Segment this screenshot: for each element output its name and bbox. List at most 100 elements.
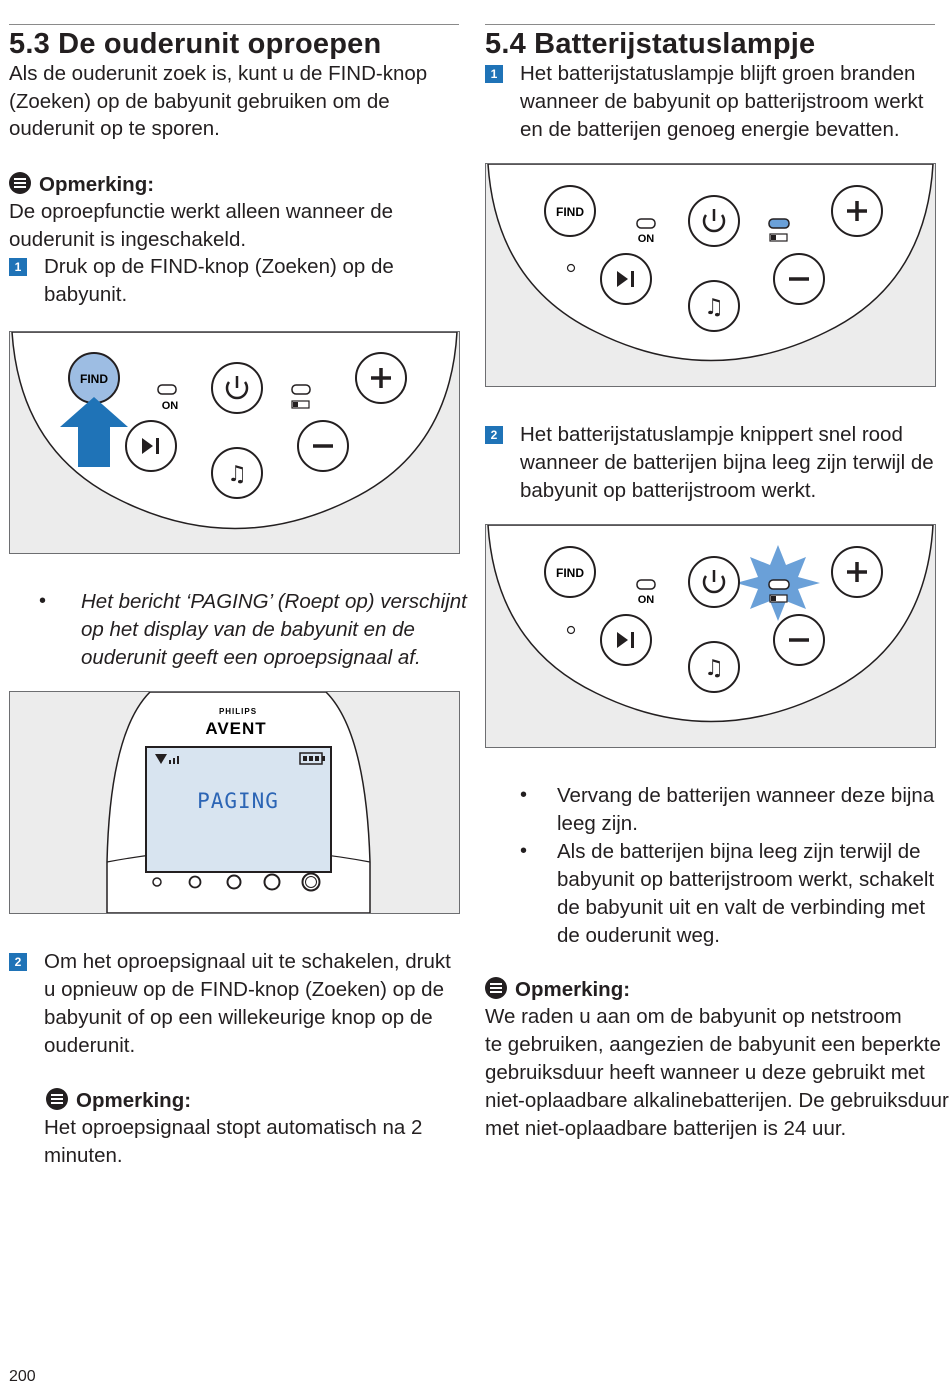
bullet-text: de ouderunit weg. (557, 924, 720, 947)
sound-level-led-inner (305, 876, 317, 888)
step-text: Om het oproepsignaal uit te schakelen, d… (44, 950, 451, 973)
page-number: 200 (9, 1368, 36, 1385)
play-pause-button[interactable] (125, 420, 177, 472)
battery-icon (769, 594, 788, 603)
bullet-dot: • (520, 784, 528, 806)
intro-line: (Zoeken) op de babyunit gebruiken om de (9, 90, 390, 113)
play-pause-button[interactable] (600, 614, 652, 666)
note-text: ouderunit is ingeschakeld. (9, 228, 247, 251)
step-text: en de batterijen genoeg energie bevatten… (520, 118, 900, 141)
on-label: ON (638, 594, 655, 606)
note-text: We raden u aan om de babyunit op netstro… (485, 1005, 902, 1028)
section-heading: 5.4 Batterijstatuslampje (485, 28, 816, 60)
bullet-text: ouderunit geeft een oproepsignaal af. (81, 646, 421, 669)
note-icon (46, 1088, 68, 1110)
battery-icon (769, 233, 788, 242)
baby-unit-panel: FIND ON (486, 525, 935, 747)
note-title: Opmerking: (76, 1089, 192, 1112)
step-text: wanneer de babyunit op batterijstroom we… (520, 90, 924, 113)
bullet-text: Als de batterijen bijna leeg zijn terwij… (557, 840, 921, 863)
battery-icon (291, 400, 310, 409)
step-text: u opnieuw op de FIND-knop (Zoeken) op de (44, 978, 444, 1001)
play-pause-button[interactable] (600, 253, 652, 305)
step-text: Het batterijstatuslampje blijft groen br… (520, 62, 916, 85)
intro-line: ouderunit op te sporen. (9, 117, 220, 140)
bullet-text: op het display van de babyunit en de (81, 618, 415, 641)
find-button[interactable]: FIND (68, 352, 120, 404)
on-label: ON (162, 400, 179, 412)
power-button[interactable] (688, 556, 740, 608)
display-message: PAGING (197, 789, 279, 813)
sound-level-led (226, 874, 242, 890)
note-heading: Opmerking: (46, 1088, 191, 1114)
note-text: te gebruiken, aangezien de babyunit een … (485, 1033, 941, 1056)
note-heading: Opmerking: (485, 977, 630, 1003)
bullet-dot: • (39, 590, 47, 612)
music-note-icon: ♫ (704, 656, 724, 681)
battery-blinking-figure: FIND ON (485, 524, 936, 748)
volume-up-button[interactable] (831, 546, 883, 598)
note-heading: Opmerking: (9, 172, 154, 198)
volume-down-button[interactable] (773, 253, 825, 305)
battery-led-lit (768, 218, 790, 229)
note-text: met niet-oplaadbare batterijen is 24 uur… (485, 1117, 847, 1140)
note-title: Opmerking: (515, 978, 631, 1001)
note-text: De oproepfunctie werkt alleen wanneer de (9, 200, 394, 223)
note-text: minuten. (44, 1144, 123, 1167)
philips-logo: PHILIPS (219, 707, 257, 716)
find-label: FIND (556, 566, 584, 580)
power-button[interactable] (688, 195, 740, 247)
find-button[interactable]: FIND (544, 185, 596, 237)
sound-level-led (301, 872, 321, 892)
power-button[interactable] (211, 362, 263, 414)
power-led (636, 579, 656, 590)
bullet-text: Het bericht ‘PAGING’ (Roept op) verschij… (81, 590, 467, 613)
volume-down-button[interactable] (773, 614, 825, 666)
arrow-up-icon (60, 397, 128, 467)
baby-unit-find-figure: FIND ON (9, 331, 460, 554)
music-note-icon: ♫ (227, 462, 247, 487)
on-label: ON (638, 233, 655, 245)
lullaby-button[interactable]: ♫ (211, 447, 263, 499)
step-text: wanneer de batterijen bijna leeg zijn te… (520, 451, 934, 474)
battery-led (291, 384, 311, 395)
step-number: 1 (485, 65, 503, 83)
bullet-text: babyunit op batterijstroom werkt, schake… (557, 868, 935, 891)
note-text: niet-oplaadbare alkalinebatterijen. De g… (485, 1089, 949, 1112)
top-rule (9, 24, 459, 25)
note-icon (9, 172, 31, 194)
microphone-hole (566, 263, 576, 273)
intro-line: Als de ouderunit zoek is, kunt u de FIND… (9, 62, 428, 85)
step-text: Het batterijstatuslampje knippert snel r… (520, 423, 903, 446)
power-led (636, 218, 656, 229)
step-number: 2 (9, 953, 27, 971)
baby-unit-panel: FIND ON (486, 164, 935, 386)
note-icon (485, 977, 507, 999)
bullet-text: leeg zijn. (557, 812, 638, 835)
battery-led (768, 579, 790, 590)
sound-level-led (188, 875, 202, 889)
step-text: ouderunit. (44, 1034, 136, 1057)
power-led (157, 384, 177, 395)
parent-unit-drawing: PHILIPS AVENT PAGING (10, 692, 459, 913)
baby-unit-panel: FIND ON (10, 332, 459, 553)
lullaby-button[interactable]: ♫ (688, 641, 740, 693)
lcd-display (145, 746, 332, 873)
volume-up-button[interactable] (355, 352, 407, 404)
step-text: Druk op de FIND-knop (Zoeken) op de (44, 255, 394, 278)
top-rule (485, 24, 935, 25)
step-text: babyunit of op een willekeurige knop op … (44, 1006, 433, 1029)
find-label: FIND (80, 372, 108, 386)
step-text: babyunit op batterijstroom werkt. (520, 479, 817, 502)
bullet-dot: • (520, 840, 528, 862)
sound-level-led (263, 873, 281, 891)
step-text: babyunit. (44, 283, 128, 306)
step-number: 2 (485, 426, 503, 444)
find-button[interactable]: FIND (544, 546, 596, 598)
section-heading: 5.3 De ouderunit oproepen (9, 28, 382, 60)
parent-unit-figure: PHILIPS AVENT PAGING (9, 691, 460, 914)
battery-green-figure: FIND ON (485, 163, 936, 387)
lullaby-button[interactable]: ♫ (688, 280, 740, 332)
volume-up-button[interactable] (831, 185, 883, 237)
volume-down-button[interactable] (297, 420, 349, 472)
